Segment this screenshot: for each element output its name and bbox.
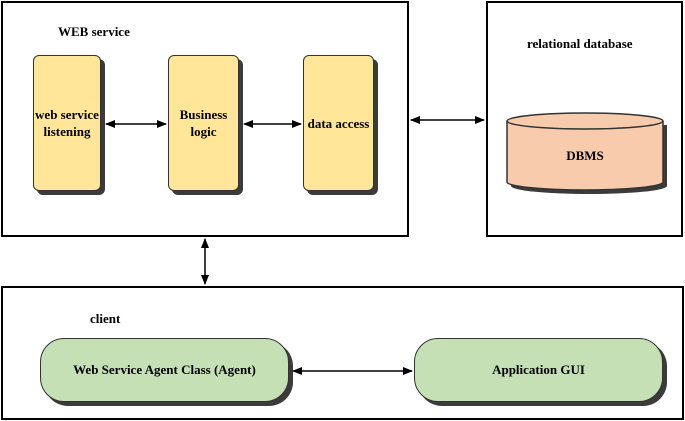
web-service-agent-label: Web Service Agent Class (Agent): [73, 362, 256, 377]
data-access-label: data access: [307, 115, 370, 131]
web-service-agent-box: Web Service Agent Class (Agent): [40, 338, 289, 402]
application-gui-label: Application GUI: [492, 362, 585, 377]
application-gui-box: Application GUI: [414, 338, 663, 402]
dbms-cylinder-icon: [506, 112, 664, 191]
business-logic-box: Business logic: [168, 55, 239, 191]
web-service-listening-box: web service listening: [33, 55, 101, 191]
web-service-title: WEB service: [58, 24, 130, 39]
data-access-box: data access: [303, 55, 374, 191]
relational-database-title: relational database: [527, 36, 633, 51]
business-logic-label: Business logic: [179, 107, 228, 139]
web-service-listening-label: web service listening: [35, 107, 99, 139]
dbms-label: DBMS: [566, 148, 604, 163]
client-title: client: [90, 311, 121, 326]
